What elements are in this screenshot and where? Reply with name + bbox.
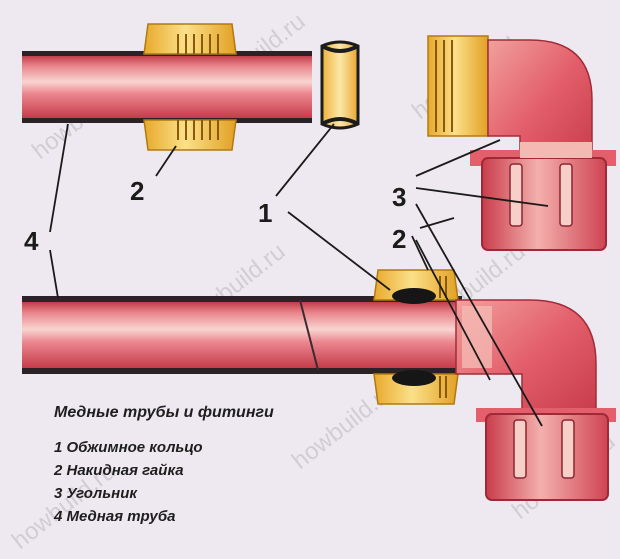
- callout-1: 1: [258, 198, 272, 228]
- legend: Медные трубы и фитинги 1 Обжимное кольцо…: [54, 404, 354, 528]
- lower-union-nut: [373, 269, 459, 405]
- legend-item-compression-ring: 1 Обжимное кольцо: [54, 439, 203, 456]
- upper-union-nut: [143, 23, 237, 151]
- callout-2-top: 2: [130, 176, 144, 206]
- callout-2-right: 2: [392, 224, 406, 254]
- callout-3: 3: [392, 182, 406, 212]
- legend-item-elbow: 3 Угольник: [54, 485, 137, 502]
- lower-copper-pipe: [22, 296, 462, 374]
- lower-elbow: [455, 299, 616, 501]
- compression-ring: [320, 40, 360, 130]
- callout-4: 4: [24, 226, 39, 256]
- upper-elbow: [427, 35, 616, 251]
- legend-title: Медные трубы и фитинги: [54, 404, 274, 421]
- legend-item-copper-pipe: 4 Медная труба: [54, 508, 176, 525]
- legend-item-union-nut: 2 Накидная гайка: [54, 462, 184, 479]
- leader-lines: [49, 123, 549, 427]
- upper-copper-pipe: [22, 51, 312, 123]
